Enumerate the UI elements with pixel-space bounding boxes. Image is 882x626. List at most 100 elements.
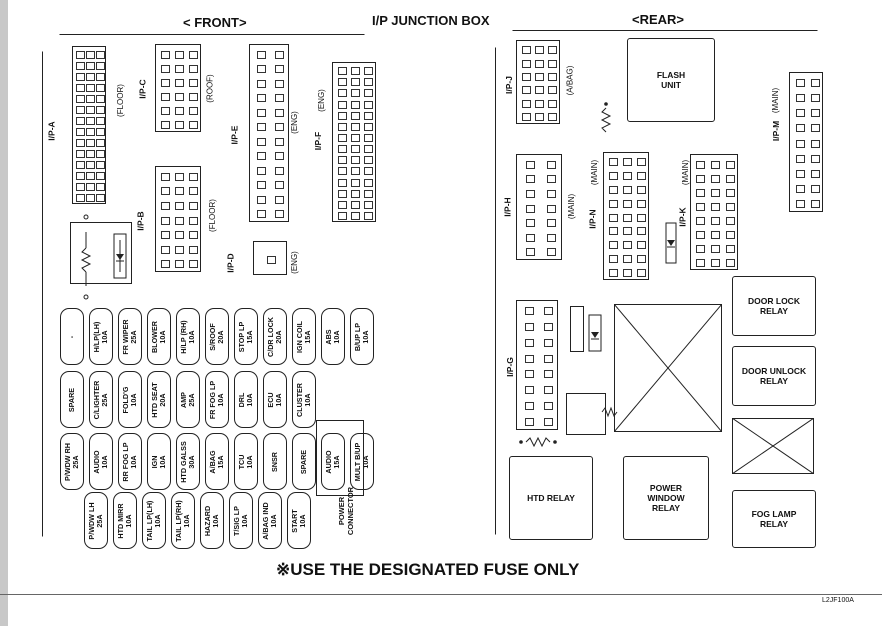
connector-pin bbox=[337, 122, 347, 131]
fuse-label: TAIL LP(RH) 10A bbox=[174, 499, 191, 542]
connector-pin bbox=[795, 109, 805, 118]
connector-pin bbox=[96, 95, 105, 103]
ip-b-location: (FLOOR) bbox=[207, 199, 217, 232]
ip-d-label: I/P-D bbox=[225, 253, 236, 273]
connector-pin bbox=[795, 94, 805, 103]
fuse-r2-1: C/LIGHTER 25A bbox=[89, 371, 113, 428]
connector-pin bbox=[175, 216, 184, 225]
fuse-r3-2: RR FOG LP 10A bbox=[118, 433, 142, 490]
rear-small-fuse bbox=[570, 306, 584, 352]
connector-pin bbox=[521, 46, 531, 55]
connector-pin bbox=[795, 79, 805, 88]
connector-pin bbox=[637, 172, 646, 181]
connector-pin bbox=[161, 92, 170, 101]
connector-pin bbox=[86, 172, 95, 180]
connector-pin bbox=[86, 106, 95, 114]
connector-pin bbox=[795, 199, 805, 208]
page-title: I/P JUNCTION BOX bbox=[372, 13, 490, 28]
fuse-r1-7: C/DR LOCK 20A bbox=[263, 308, 287, 365]
connector-pin bbox=[364, 100, 374, 109]
connector-pin bbox=[696, 202, 706, 211]
connector-pin bbox=[161, 64, 170, 73]
connector-ip-k bbox=[690, 154, 738, 270]
fuse-label: T/SIG LP 10A bbox=[232, 505, 249, 536]
connector-pin bbox=[351, 145, 360, 154]
connector-pin bbox=[86, 161, 95, 169]
fuse-r2-8: CLUSTER 10A bbox=[292, 371, 316, 428]
ip-m-location: (MAIN) bbox=[771, 87, 781, 114]
connector-pin bbox=[161, 231, 170, 240]
connector-pin bbox=[524, 370, 534, 379]
connector-pin bbox=[275, 123, 284, 132]
connector-pin bbox=[711, 188, 720, 197]
connector-pin bbox=[86, 51, 95, 59]
connector-pin bbox=[543, 338, 553, 347]
ip-e-label: I/P-E bbox=[229, 125, 240, 145]
connector-ip-d bbox=[253, 241, 287, 275]
connector-pin bbox=[337, 200, 347, 209]
connector-pin bbox=[795, 139, 805, 148]
footer-divider bbox=[0, 594, 882, 595]
fuse-r4-1: HTD MIRR 10A bbox=[113, 492, 137, 549]
door-lock-relay: DOOR LOCK RELAY bbox=[732, 276, 816, 336]
connector-pin bbox=[189, 245, 198, 254]
fuse-label: START 10A bbox=[290, 508, 307, 533]
connector-pin bbox=[337, 67, 347, 76]
ip-e-location: (ENG) bbox=[289, 111, 299, 134]
fuse-r1-1: H/LP(LH) 10A bbox=[89, 308, 113, 365]
connector-pin bbox=[364, 133, 374, 142]
connector-pin bbox=[546, 248, 556, 257]
ip-g-label: I/P-G bbox=[504, 357, 515, 377]
connector-pin bbox=[275, 195, 284, 204]
connector-pin bbox=[524, 338, 534, 347]
ip-c-location: (ROOF) bbox=[205, 74, 215, 103]
connector-pin bbox=[725, 188, 735, 197]
connector-pin bbox=[351, 156, 360, 165]
fuse-r2-5: FR FOG LP 10A bbox=[205, 371, 229, 428]
fuse-r1-4: H/LP (RH) 10A bbox=[176, 308, 200, 365]
connector-pin bbox=[637, 254, 646, 263]
connector-pin bbox=[609, 227, 618, 236]
connector-pin bbox=[161, 78, 170, 87]
connector-pin bbox=[175, 120, 184, 129]
connector-pin bbox=[609, 199, 618, 208]
connector-pin bbox=[525, 160, 535, 169]
connector-pin bbox=[711, 230, 720, 239]
connector-pin bbox=[275, 65, 284, 74]
connector-pin bbox=[76, 161, 85, 169]
fuse-r3-1: AUDIO 10A bbox=[89, 433, 113, 490]
connector-pin bbox=[76, 139, 85, 147]
fuse-r2-4: AMP 25A bbox=[176, 371, 200, 428]
connector-pin bbox=[548, 112, 558, 121]
connector-pin bbox=[189, 64, 198, 73]
connector-pin bbox=[257, 137, 266, 146]
connector-pin bbox=[810, 169, 820, 178]
connector-pin bbox=[275, 79, 284, 88]
door-unlock-relay: DOOR UNLOCK RELAY bbox=[732, 346, 816, 406]
connector-pin bbox=[637, 268, 646, 277]
fuse-r4-5: T/SIG LP 10A bbox=[229, 492, 253, 549]
ip-f-label: I/P-F bbox=[313, 131, 324, 151]
connector-pin bbox=[725, 258, 735, 267]
connector-pin bbox=[711, 258, 720, 267]
fuse-label: SPARE bbox=[67, 387, 76, 412]
connector-pin bbox=[161, 260, 170, 269]
connector-pin bbox=[76, 73, 85, 81]
fuse-r3-0: P/WDW RH 25A bbox=[60, 433, 84, 490]
fuse-label: - bbox=[67, 335, 76, 338]
connector-pin bbox=[96, 62, 105, 70]
connector-pin bbox=[76, 150, 85, 158]
connector-pin bbox=[86, 139, 95, 147]
connector-pin bbox=[609, 213, 618, 222]
fuse-r1-3: BLOWER 10A bbox=[147, 308, 171, 365]
connector-pin bbox=[795, 184, 805, 193]
fuse-label: STOP LP 15A bbox=[237, 321, 254, 352]
connector-pin bbox=[275, 166, 284, 175]
connector-pin bbox=[535, 99, 544, 108]
connector-ip-g bbox=[516, 300, 558, 430]
connector-pin bbox=[364, 78, 374, 87]
connector-pin bbox=[623, 158, 632, 167]
connector-pin bbox=[337, 178, 347, 187]
connector-pin bbox=[524, 354, 534, 363]
connector-ip-e bbox=[249, 44, 289, 222]
